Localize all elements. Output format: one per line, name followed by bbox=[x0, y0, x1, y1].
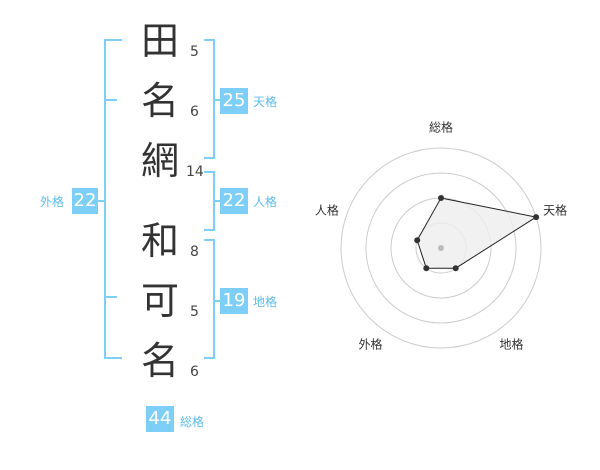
name-char-1: 田 bbox=[140, 19, 179, 63]
radar-point-外格 bbox=[423, 265, 430, 272]
radar-point-総格 bbox=[438, 195, 444, 201]
radar-ring-3 bbox=[365, 172, 517, 324]
chikaku-label: 地格 bbox=[253, 295, 278, 309]
radar-axis-label-5: 人格 bbox=[315, 202, 339, 217]
radar-point-天格 bbox=[533, 214, 540, 221]
radar-axis-label-3: 地格 bbox=[499, 337, 523, 352]
gaikaku-bracket bbox=[104, 39, 122, 359]
chikaku-bracket bbox=[204, 239, 215, 359]
gaikaku-label: 外格 bbox=[40, 195, 65, 209]
radar-points bbox=[414, 195, 540, 272]
stroke-count-2: 6 bbox=[190, 104, 199, 120]
radar-axis-label-4: 外格 bbox=[358, 337, 382, 352]
jinkaku-bracket bbox=[204, 171, 215, 231]
stroke-count-3: 14 bbox=[186, 164, 204, 180]
radar-point-人格 bbox=[414, 237, 421, 244]
name-char-5: 可 bbox=[140, 279, 179, 323]
stroke-count-6: 6 bbox=[190, 364, 199, 380]
chikaku-value-box: 19 bbox=[220, 288, 248, 314]
stroke-count-5: 5 bbox=[190, 304, 199, 320]
radar-rings bbox=[340, 147, 542, 349]
radar-data-polygon bbox=[416, 197, 538, 269]
radar-point-地格 bbox=[452, 265, 459, 272]
name-char-3: 網 bbox=[140, 139, 179, 183]
tenkaku-value-box: 25 bbox=[220, 88, 248, 114]
jinkaku-value-box: 22 bbox=[220, 188, 248, 214]
stroke-count-4: 8 bbox=[190, 244, 199, 260]
name-char-2: 名 bbox=[140, 79, 179, 123]
stroke-count-1: 5 bbox=[190, 44, 199, 60]
tenkaku-bracket bbox=[204, 39, 215, 159]
radar-axis-label-1: 総格 bbox=[429, 120, 453, 135]
soukaku-label: 総格 bbox=[180, 415, 205, 429]
name-char-4: 和 bbox=[140, 219, 179, 263]
name-char-6: 名 bbox=[140, 339, 179, 383]
tenkaku-label: 天格 bbox=[253, 95, 278, 109]
radar-axis-label-2: 天格 bbox=[543, 202, 567, 217]
gaikaku-value-box: 22 bbox=[72, 188, 98, 214]
radar-ring-4 bbox=[340, 147, 542, 349]
soukaku-value-box: 44 bbox=[146, 406, 174, 432]
radar-center-dot bbox=[438, 245, 444, 251]
jinkaku-label: 人格 bbox=[253, 195, 278, 209]
